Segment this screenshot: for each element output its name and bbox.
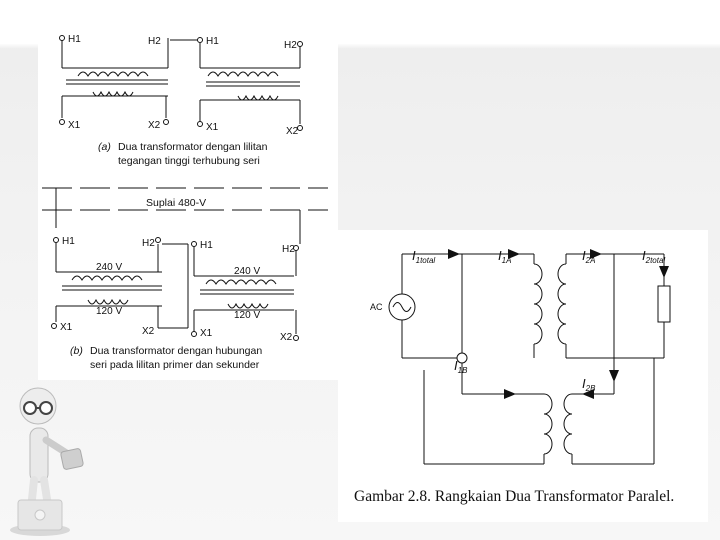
label-120v-right: 120 V xyxy=(234,310,260,321)
secondary-coil-icon xyxy=(92,90,134,97)
caption-b-line2: seri pada lilitan primer dan sekunder xyxy=(90,359,260,371)
label-240v-left: 240 V xyxy=(96,262,122,273)
label-i2a: I2A xyxy=(582,248,595,265)
load-resistor-icon xyxy=(657,285,671,323)
caption-a-line2: tegangan tinggi terhubung seri xyxy=(118,155,260,167)
label-h1-b-left: H1 xyxy=(62,236,75,247)
label-h1-b-right: H1 xyxy=(200,240,213,251)
label-i1total: I1total xyxy=(412,248,435,265)
coil-1a-icon xyxy=(533,263,543,345)
parallel-transformer-figure: AC I1total I1A I2A I2total I1B I2B xyxy=(338,230,708,522)
series-transformer-diagram: H1 H2 H1 H2 X1 X2 X1 X2 (a) Dua transfor… xyxy=(42,34,328,371)
label-h2-a-left: H2 xyxy=(148,36,161,47)
label-h2-b-right: H2 xyxy=(282,244,295,255)
label-x2-a-right: X2 xyxy=(286,126,299,137)
label-x1-b-left: X1 xyxy=(60,322,73,333)
label-240v-right: 240 V xyxy=(234,266,260,277)
caption-b-letter: (b) xyxy=(70,345,83,357)
label-h1-a-right: H1 xyxy=(206,36,219,47)
caption-a-letter: (a) xyxy=(98,141,111,153)
label-h1-a-left: H1 xyxy=(68,34,81,45)
label-x1-a-right: X1 xyxy=(206,122,219,133)
terminal-icon xyxy=(59,119,65,125)
arrow-icon xyxy=(508,249,520,259)
arrow-icon xyxy=(659,266,669,278)
caption-b-line1: Dua transformator dengan hubungan xyxy=(90,345,262,357)
label-120v-left: 120 V xyxy=(96,306,122,317)
label-h2-a-right: H2 xyxy=(284,40,297,51)
label-x2-a-left: X2 xyxy=(148,120,161,131)
label-h2-b-left: H2 xyxy=(142,238,155,249)
primary-coil-icon xyxy=(71,275,143,281)
figure-caption: Gambar 2.8. Rangkaian Dua Transformator … xyxy=(354,488,675,505)
junction-node-icon xyxy=(456,352,468,364)
secondary-coil-icon xyxy=(237,94,279,101)
coil-1b-icon xyxy=(543,393,553,455)
primary-coil-icon xyxy=(77,71,149,77)
secondary-coil-icon xyxy=(87,298,129,305)
arrow-icon xyxy=(609,370,619,382)
arrow-icon xyxy=(582,389,594,399)
arrow-icon xyxy=(448,249,460,259)
ac-label: AC xyxy=(370,302,383,312)
label-x1-b-right: X1 xyxy=(200,328,213,339)
label-i2total: I2total xyxy=(642,248,665,265)
label-i1a: I1A xyxy=(498,248,511,265)
terminal-icon xyxy=(59,35,65,41)
coil-2b-icon xyxy=(563,393,573,455)
label-x2-b-right: X2 xyxy=(280,332,293,343)
arrow-icon xyxy=(590,249,602,259)
primary-coil-icon xyxy=(207,71,279,77)
supply-label: Suplai 480-V xyxy=(146,197,206,209)
presenter-figure-icon xyxy=(10,387,84,536)
secondary-coil-icon xyxy=(227,302,269,309)
primary-coil-icon xyxy=(205,279,277,285)
label-x2-b-left: X2 xyxy=(142,326,155,337)
label-i2b: I2B xyxy=(582,376,596,393)
label-i1b: I1B xyxy=(454,358,468,375)
caption-a-line1: Dua transformator dengan lilitan xyxy=(118,141,268,153)
series-transformer-figure: H1 H2 H1 H2 X1 X2 X1 X2 (a) Dua transfor… xyxy=(38,18,338,380)
label-x1-a-left: X1 xyxy=(68,120,81,131)
terminal-icon xyxy=(163,119,169,125)
coil-2a-icon xyxy=(557,263,567,345)
parallel-transformer-diagram: AC I1total I1A I2A I2total I1B I2B xyxy=(370,248,671,465)
arrow-icon xyxy=(504,389,516,399)
